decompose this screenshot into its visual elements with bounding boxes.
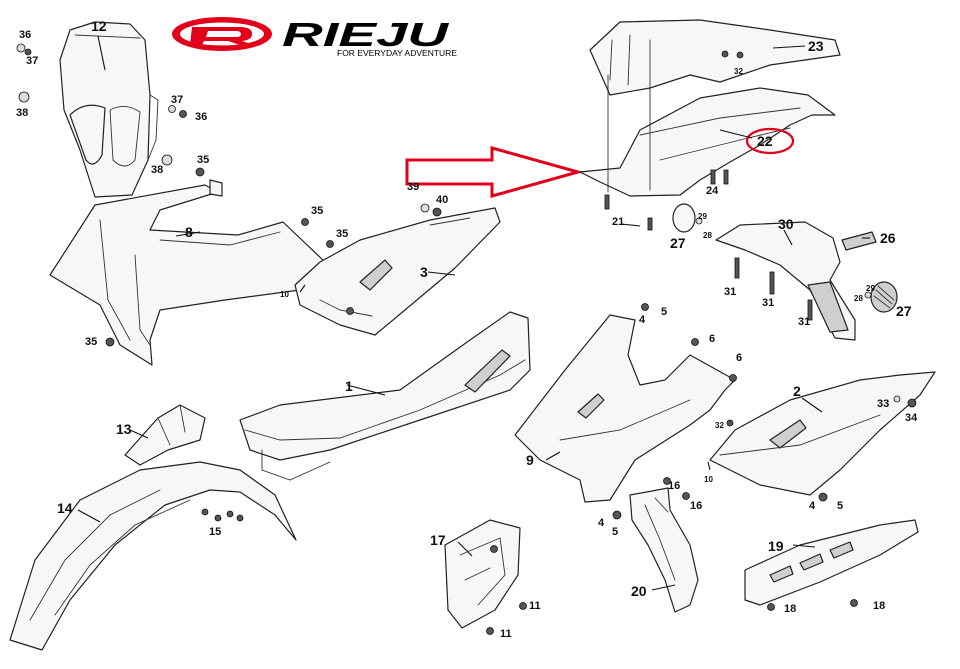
callout-label: 3	[420, 264, 428, 280]
highlight-arrow-icon	[405, 146, 584, 198]
callout-label: 5	[612, 526, 618, 538]
callout-label: 18	[873, 600, 885, 612]
callout-label: 29	[698, 212, 707, 221]
fasteners	[16, 43, 917, 635]
callout-label: 30	[778, 216, 794, 232]
callout-label: 1	[345, 378, 353, 394]
callout-label: 19	[768, 538, 784, 554]
callout-label: 16	[668, 480, 680, 492]
callout-label: 6	[736, 352, 742, 364]
part-headlight-mask	[59, 21, 159, 198]
callout-label: 22	[757, 133, 773, 149]
part-side-panel-right	[709, 371, 936, 496]
callout-label: 31	[798, 316, 810, 328]
callout-label: 10	[280, 290, 289, 299]
callout-label: 5	[837, 500, 843, 512]
callout-label: 4	[598, 517, 605, 529]
callout-label: 15	[209, 526, 221, 538]
part-seat	[239, 311, 531, 481]
part-reflectors	[672, 203, 898, 313]
callout-label: 13	[116, 421, 132, 437]
callout-label: 28	[854, 294, 863, 303]
callout-labels: 1 2 3 4 4 4 5 5 5 6 6 8 9 10 10 11 11 12…	[16, 18, 918, 640]
part-left-shroud	[49, 179, 326, 366]
callout-label: 21	[612, 216, 624, 228]
callout-label: 35	[336, 228, 348, 240]
part-front-fender	[9, 461, 297, 651]
part-rear-fender-upper	[589, 19, 841, 96]
callout-label: 26	[880, 230, 896, 246]
part-chain-slider-guard	[444, 519, 521, 629]
assembly-guide-lines	[607, 74, 651, 193]
callout-label: 34	[905, 412, 918, 424]
callout-label: 33	[877, 398, 889, 410]
part-side-panel-left	[514, 314, 736, 503]
callout-label: 6	[709, 333, 715, 345]
callout-label: 31	[762, 297, 774, 309]
callout-label: 38	[151, 164, 163, 176]
callout-label: 29	[866, 284, 875, 293]
callout-label: 9	[526, 452, 534, 468]
callout-label: 5	[661, 306, 667, 318]
callout-label: 8	[185, 224, 193, 240]
callout-label: 11	[529, 600, 541, 612]
callout-label: 27	[670, 235, 686, 251]
rieju-logo-emblem-icon	[172, 17, 272, 51]
callout-label: 31	[724, 286, 736, 298]
highlight-circle-icon	[745, 127, 795, 155]
callout-label: 16	[690, 500, 702, 512]
callout-label: 12	[91, 18, 107, 34]
part-airbox-cover-left	[294, 207, 501, 336]
callout-label: 4	[639, 314, 646, 326]
part-chain-guard	[744, 519, 919, 606]
callout-label: 23	[808, 38, 824, 54]
callout-label: 18	[784, 603, 796, 615]
callout-label: 32	[715, 421, 724, 430]
callout-label: 37	[26, 55, 38, 67]
part-chain-guide	[629, 487, 699, 613]
part-plate-holder	[715, 221, 856, 341]
callout-label: 35	[85, 336, 97, 348]
callout-label: 40	[436, 194, 448, 206]
callout-label: 17	[430, 532, 446, 548]
callout-label: 35	[197, 154, 209, 166]
callout-label: 36	[19, 29, 31, 41]
callout-label: 35	[311, 205, 323, 217]
part-rear-fender-lower	[579, 87, 836, 197]
callout-label: 20	[631, 583, 647, 599]
callout-label: 14	[57, 500, 73, 516]
callout-label: 2	[793, 383, 801, 399]
callout-label: 4	[809, 500, 816, 512]
callout-label: 24	[706, 185, 719, 197]
callout-label: 36	[195, 111, 207, 123]
brand-tagline: FOR EVERYDAY ADVENTURE	[337, 48, 457, 58]
callout-label: 10	[704, 475, 713, 484]
callout-label: 28	[703, 231, 712, 240]
part-lamp	[841, 231, 877, 251]
leader-lines	[77, 35, 870, 591]
part-screws-24	[710, 169, 729, 185]
brand-logo: RIEJU FOR EVERYDAY ADVENTURE	[172, 16, 457, 58]
callout-label: 38	[16, 107, 28, 119]
callout-label: 27	[896, 303, 912, 319]
callout-label: 37	[171, 94, 183, 106]
callout-label: 39	[407, 181, 419, 193]
callout-label: 11	[500, 628, 512, 640]
part-fender-bracket	[124, 404, 206, 466]
brand-name: RIEJU	[282, 16, 450, 53]
callout-label: 32	[734, 67, 743, 76]
